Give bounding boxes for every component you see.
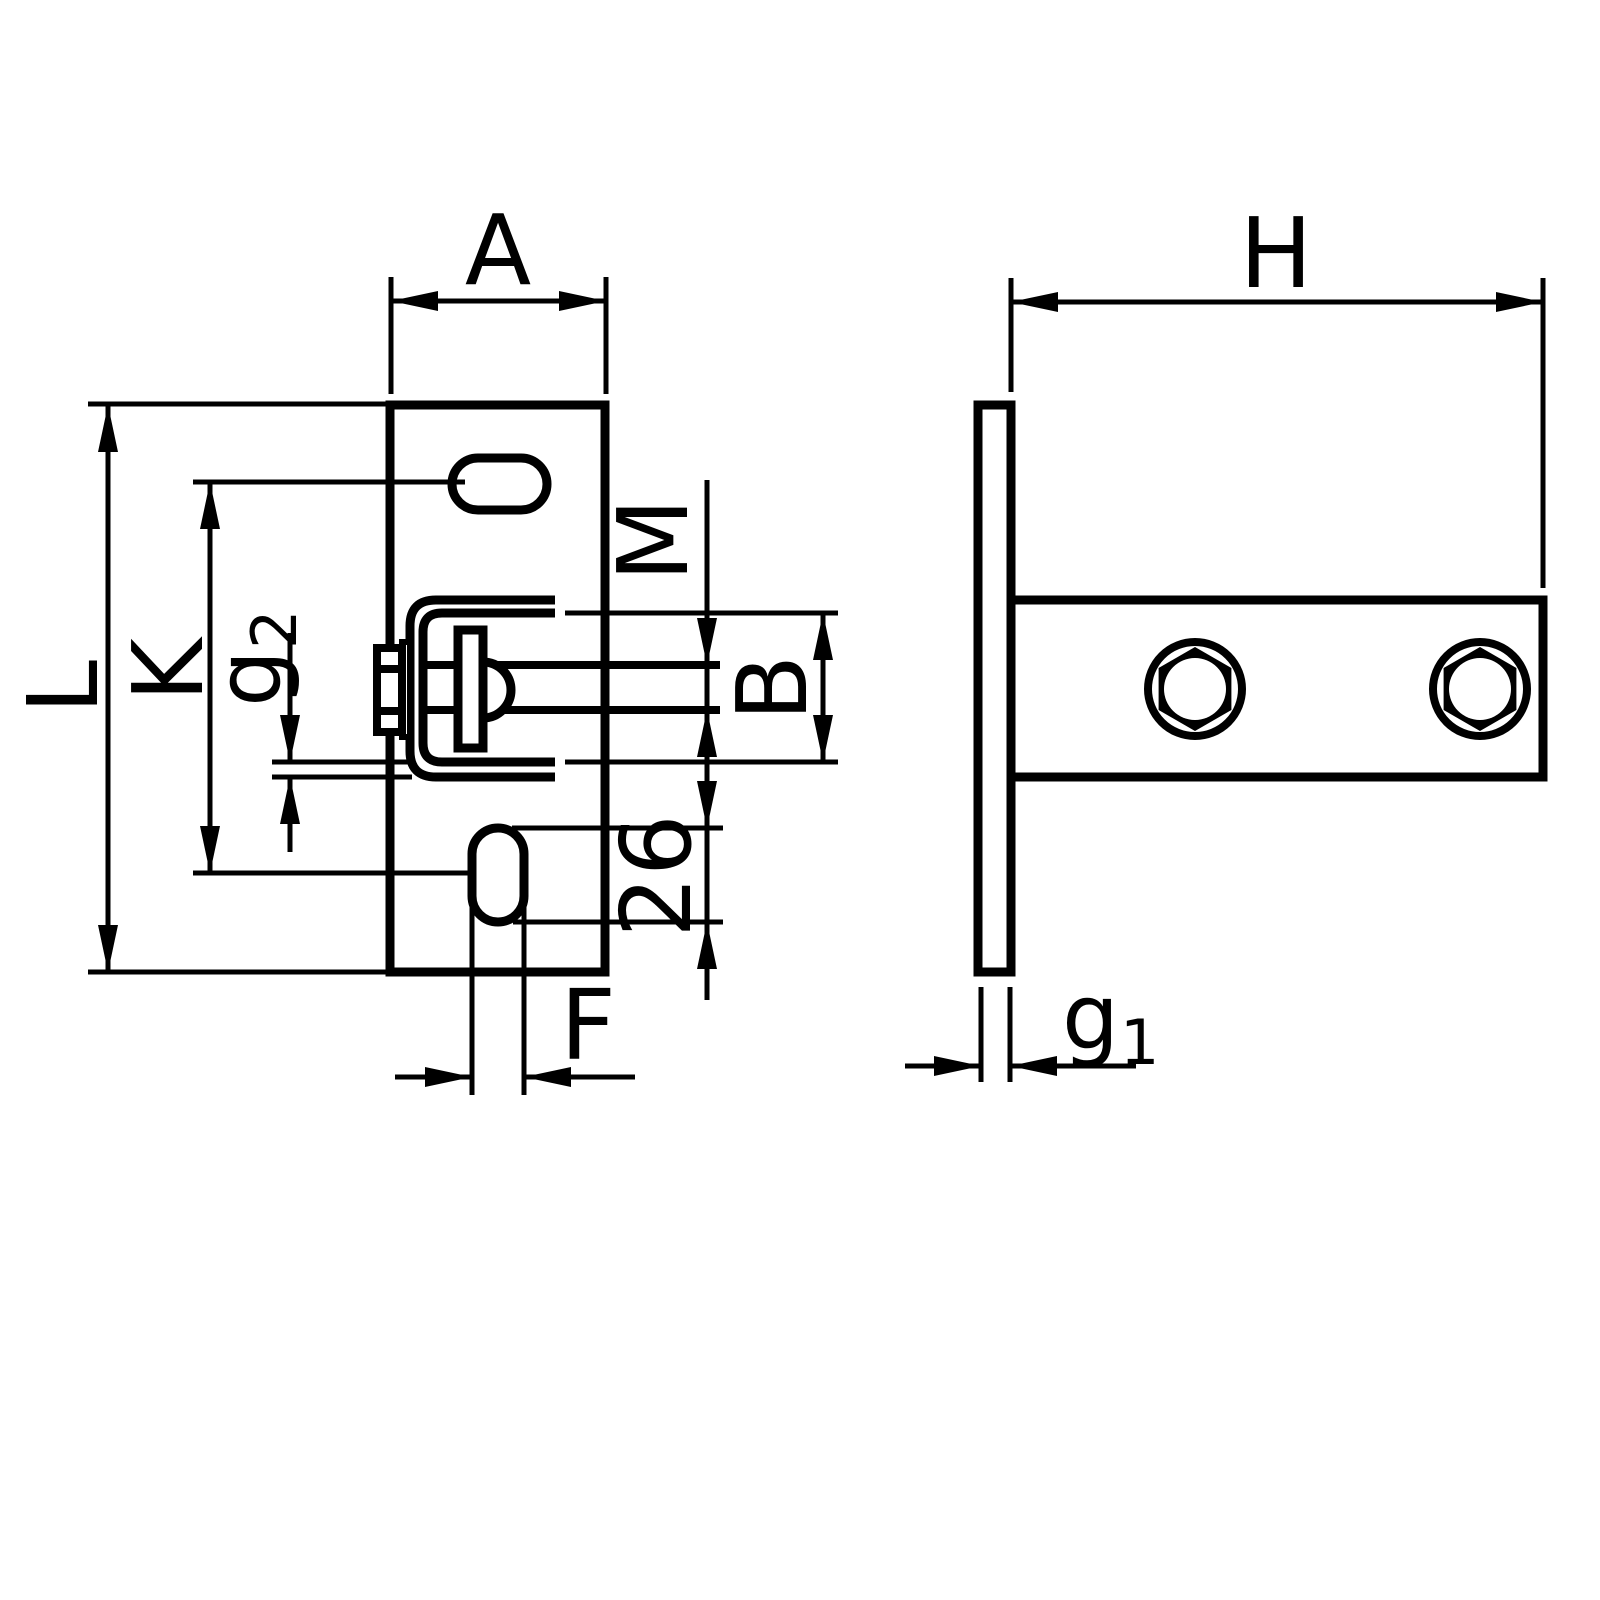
label-26: 26 [600, 814, 713, 937]
label-F: F [560, 969, 616, 1082]
dimension-lines [98, 291, 1543, 1087]
front-view [373, 400, 720, 977]
u-clamp-inner [418, 608, 555, 767]
bottom-slot-hole [467, 823, 529, 927]
label-A: A [465, 194, 531, 307]
dimension-labels: A H L K M B 26 F g 1 g 2 [7, 194, 1312, 1082]
label-g1-subscript: 1 [1120, 1006, 1159, 1079]
hex-bolt-right [1429, 638, 1531, 740]
label-g1-base: g [1062, 965, 1119, 1070]
bolt-dome-end [478, 657, 516, 723]
top-slot-hole [447, 453, 552, 515]
bolt-inner-circle [1449, 658, 1511, 720]
label-K: K [112, 636, 225, 702]
label-L: L [7, 660, 120, 714]
label-g1: g 1 [1062, 965, 1159, 1079]
hex-bolt-head-side [373, 644, 406, 736]
label-M: M [597, 498, 710, 582]
bracket-arm [1006, 595, 1548, 782]
side-plate [973, 400, 1016, 977]
label-H: H [1240, 197, 1313, 310]
side-view [973, 400, 1548, 977]
label-B: B [716, 655, 829, 722]
label-g2-subscript: 2 [238, 610, 311, 649]
hex-bolt-left [1144, 638, 1246, 740]
label-g2-base: g [197, 650, 302, 707]
clamp-washer-bar [453, 625, 488, 753]
label-g2: g 2 [197, 610, 311, 707]
bolt-inner-circle [1164, 658, 1226, 720]
